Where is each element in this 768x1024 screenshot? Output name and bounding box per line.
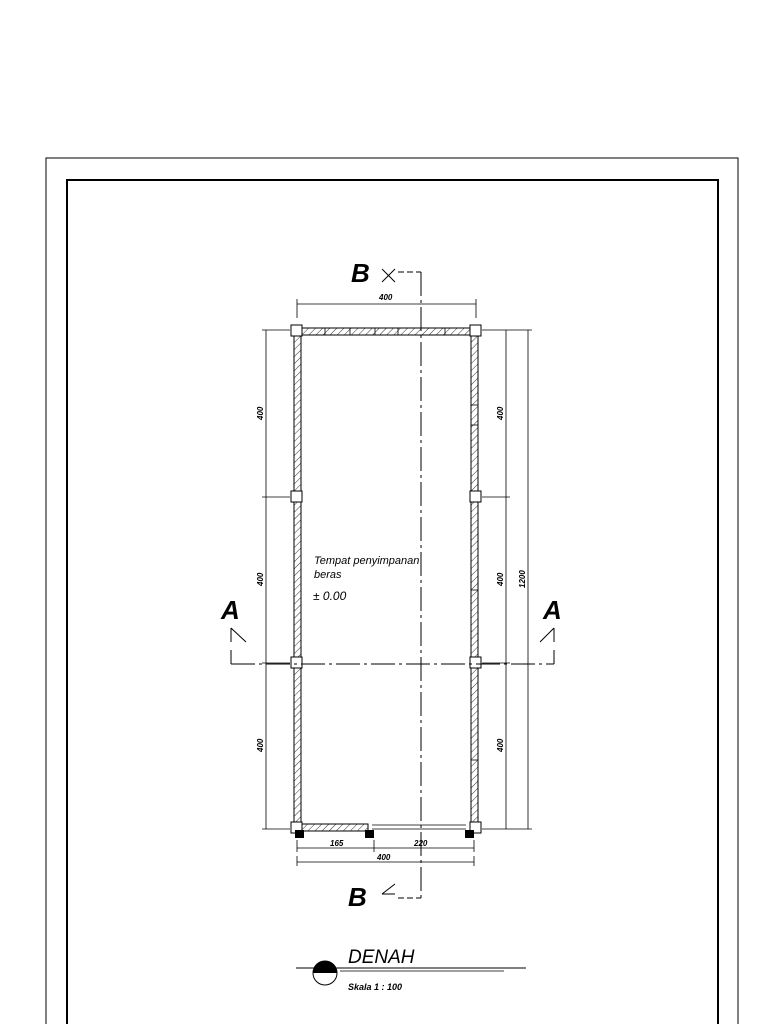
section-label-b-top: B — [351, 258, 370, 288]
room-label-line1: Tempat penyimpanan — [314, 555, 419, 567]
sheet-inner-border — [66, 179, 719, 1024]
dim-bottom-left: 165 — [330, 839, 344, 848]
column — [290, 656, 303, 669]
dim-right-2: 400 — [496, 572, 505, 587]
column — [469, 821, 482, 834]
wall-bottom-left — [293, 823, 369, 832]
column — [469, 324, 482, 337]
dim-bottom-right: 220 — [413, 839, 428, 848]
floor-level: ± 0.00 — [313, 589, 347, 603]
dim-right-3: 400 — [496, 738, 505, 753]
dim-total-length: 1200 — [518, 570, 527, 588]
dim-bottom-width: 400 — [376, 853, 391, 862]
section-label-a-right: A — [542, 595, 562, 625]
dim-top-width: 400 — [378, 293, 393, 302]
drawing-scale: Skala 1 : 100 — [348, 982, 402, 992]
door-jamb — [365, 830, 374, 838]
columns — [290, 324, 482, 838]
title-symbol-fill — [313, 961, 337, 973]
wall-right — [470, 330, 479, 831]
dim-left-2: 400 — [256, 572, 265, 587]
section-lines — [230, 268, 555, 899]
wall-left — [293, 330, 302, 831]
door-jamb — [295, 830, 304, 838]
drawing-title: DENAH — [348, 947, 415, 968]
dim-right-1: 400 — [496, 406, 505, 421]
room-label-line2: beras — [314, 569, 342, 581]
dim-left-3: 400 — [256, 738, 265, 753]
column — [469, 490, 482, 503]
wall-top — [291, 327, 481, 336]
column — [290, 490, 303, 503]
column — [469, 656, 482, 669]
door-jamb — [465, 830, 474, 838]
dimension-lines — [262, 299, 532, 866]
dim-left-1: 400 — [256, 406, 265, 421]
sheet-outer-border — [45, 157, 739, 1024]
column — [290, 324, 303, 337]
section-label-b-bottom: B — [348, 882, 367, 912]
section-label-a-left: A — [220, 595, 240, 625]
title-block: DENAH Skala 1 : 100 — [296, 947, 526, 992]
